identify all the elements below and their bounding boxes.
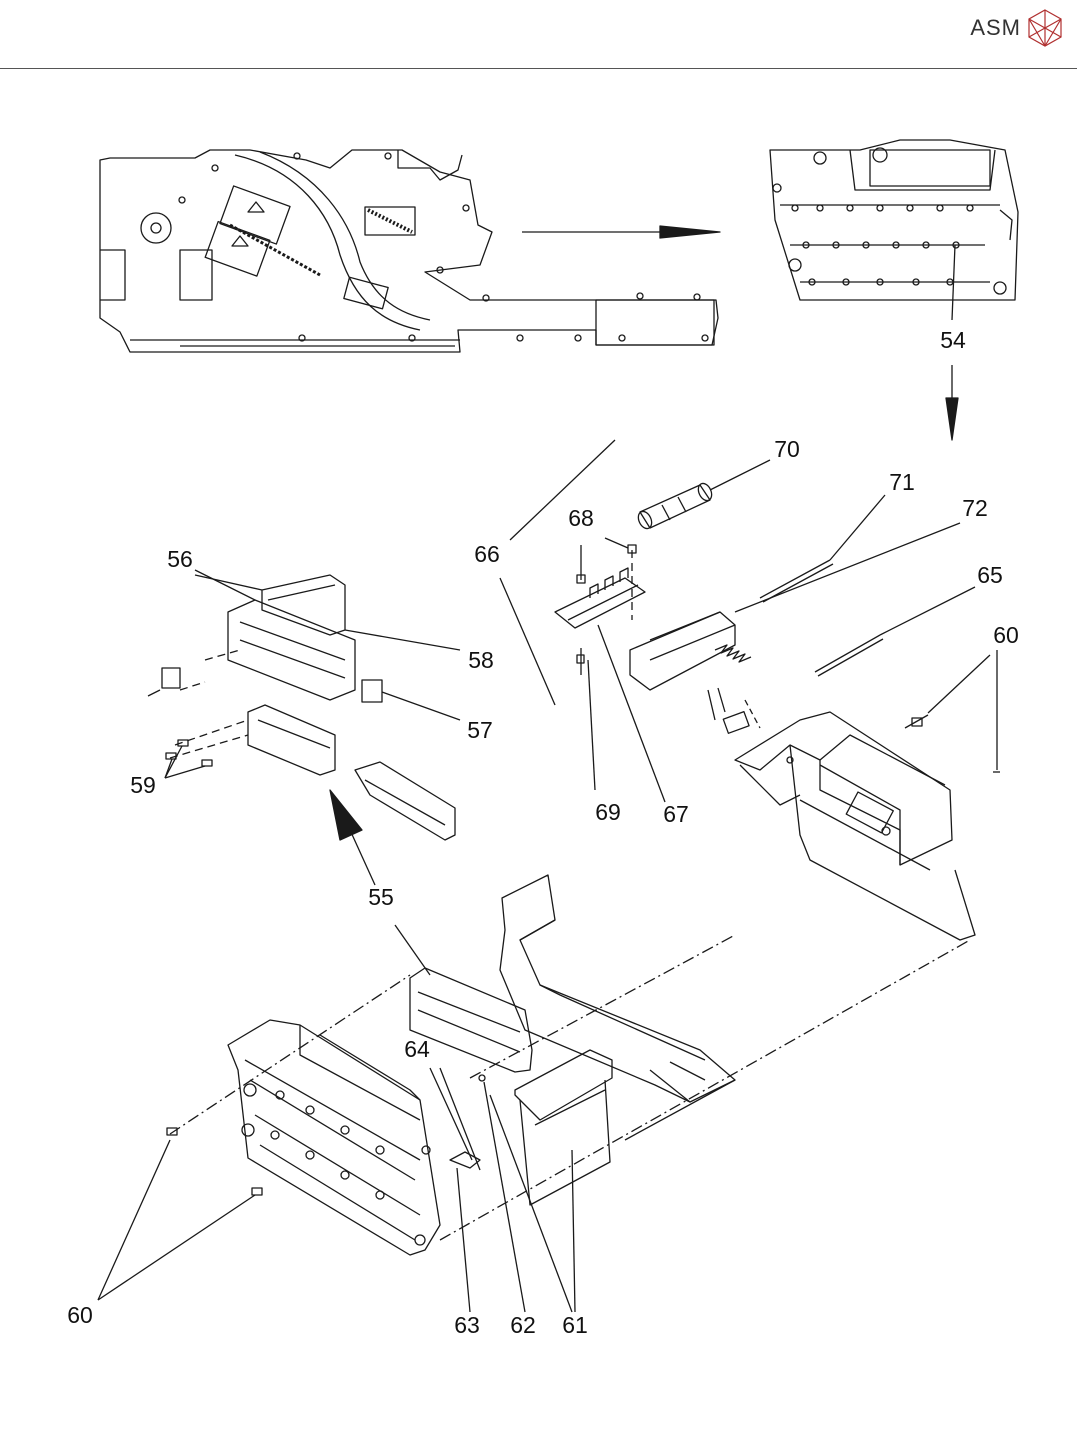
callout-59: 59 (130, 772, 156, 798)
callout-69: 69 (595, 799, 621, 825)
callout-67: 67 (663, 801, 689, 827)
side-plate-assembly-drawing (770, 140, 1018, 300)
callout-60-upper: 60 (993, 622, 1019, 648)
guide-subassembly-drawing (148, 570, 460, 885)
callout-55: 55 (368, 884, 394, 910)
callout-68: 68 (568, 505, 594, 531)
callout-56: 56 (167, 546, 193, 572)
callout-66: 66 (474, 541, 500, 567)
callout-64: 64 (404, 1036, 430, 1062)
callout-labels: 54 55 56 57 58 59 60 60 61 62 63 64 65 6… (67, 327, 1019, 1338)
callout-71: 71 (889, 469, 915, 495)
callout-54: 54 (940, 327, 966, 353)
assembled-feeder-drawing (100, 150, 718, 352)
callout-63: 63 (454, 1312, 480, 1338)
callout-57: 57 (467, 717, 493, 743)
callout-72: 72 (962, 495, 988, 521)
roller-and-holder-drawing (555, 460, 975, 802)
feeder-frame-drawing (735, 650, 1000, 940)
lower-side-frame-drawing (98, 875, 970, 1312)
callout-65: 65 (977, 562, 1003, 588)
callout-62: 62 (510, 1312, 536, 1338)
callout-61: 61 (562, 1312, 588, 1338)
callout-60-lower: 60 (67, 1302, 93, 1328)
callout-70: 70 (774, 436, 800, 462)
callout-58: 58 (468, 647, 494, 673)
